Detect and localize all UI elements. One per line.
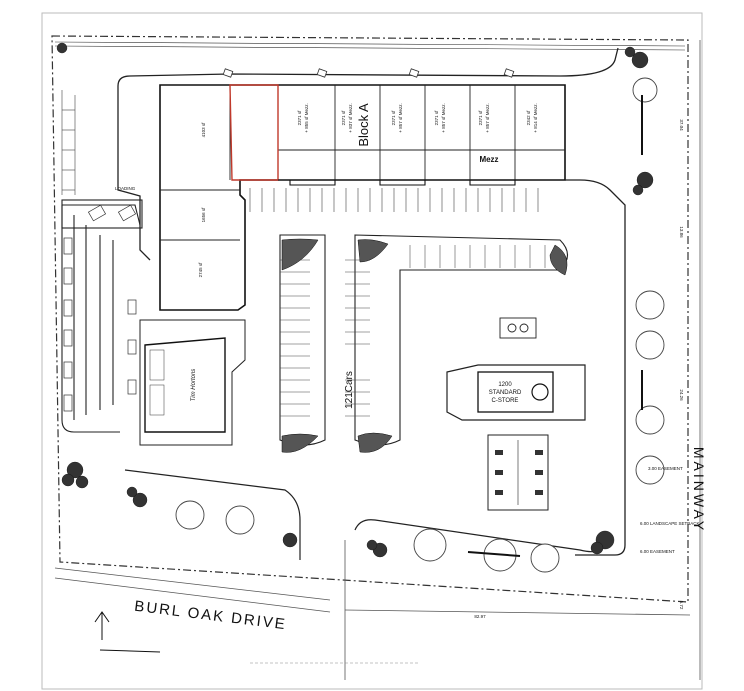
block-a-building <box>159 84 566 311</box>
mainway-label: MAINWAY <box>691 447 707 533</box>
unit-area-5: 2371 sf <box>341 110 346 126</box>
restaurant-label: Tim Hortons <box>191 369 197 402</box>
shrub-clusters <box>56 42 654 558</box>
easement-note-2: 6.00 EASEMENT <box>640 549 675 554</box>
unit-area-1: 2342 sf <box>526 110 531 126</box>
landscape-setback-note: 6.00 LANDSCAPE SETBACK <box>640 521 700 526</box>
front-parking-stalls <box>249 188 539 212</box>
west-curb <box>117 86 151 261</box>
dim-bottom: 82.97 <box>474 614 486 619</box>
unit-mezz-2: + 857 sf Mezz. <box>485 103 490 132</box>
block-label: Block A <box>356 103 371 147</box>
unit-area-4: 2371 sf <box>391 110 396 126</box>
landscape-bollard-rows <box>467 95 643 557</box>
unit-mezz-3: + 857 sf Mezz. <box>441 103 446 132</box>
property-line <box>51 35 689 603</box>
west-unit-1: 4103 sf <box>201 122 206 138</box>
cars-label: 121Cars <box>344 371 355 409</box>
drive-thru-lanes <box>61 199 143 433</box>
c-store-label-1: 1200 <box>498 382 512 388</box>
fuel-pumps <box>495 450 543 495</box>
c-store-label-3: C-STORE <box>492 398 519 404</box>
mezz-label: Mezz <box>479 155 498 164</box>
fuel-canopy <box>487 434 549 511</box>
unit-mezz-6: + 855 sf Mezz. <box>304 103 309 132</box>
drive-thru-cars <box>63 204 137 412</box>
north-arrow <box>94 611 161 653</box>
south-landscape-strip <box>124 469 301 560</box>
rear-door-markers <box>222 68 515 78</box>
setback-notes: 3.00 EASEMENT 6.00 LANDSCAPE SETBACK 6.0… <box>115 186 700 554</box>
street-trees <box>175 77 665 573</box>
dim-right-main: 24.26 <box>679 389 684 401</box>
unit-area-3: 2371 sf <box>434 110 439 126</box>
site-equipment-symbol <box>499 317 537 339</box>
top-boundary-hatch <box>54 41 686 51</box>
c-store-label-2: STANDARD <box>489 390 522 396</box>
west-parking-stalls <box>61 90 76 195</box>
c-store-canopy <box>446 364 586 421</box>
island-landscaping <box>281 238 568 453</box>
restaurant-details <box>149 349 165 416</box>
easement-note-1: 3.00 EASEMENT <box>648 466 683 471</box>
road-edges <box>54 40 701 680</box>
unit-area-6: 2371 sf <box>297 110 302 126</box>
north-drive-curb <box>565 179 626 556</box>
dimension-labels: 37.04 13.86 24.26 5.72 82.97 <box>474 119 684 619</box>
storefront-wall <box>278 179 565 186</box>
west-unit-3: 2745 sf <box>198 262 203 278</box>
unit-labels: 2342 sf + 814 sf Mezz. 2371 sf + 857 sf … <box>198 103 538 277</box>
restaurant-building <box>144 337 226 433</box>
dim-right-bottom: 5.72 <box>679 601 684 610</box>
drive-aisle-curb <box>117 47 619 87</box>
loading-label: LOADING <box>115 186 136 191</box>
unit-area-2: 2371 sf <box>478 110 483 126</box>
dim-right-mid: 13.86 <box>679 226 684 238</box>
dim-right-top: 37.04 <box>679 119 684 131</box>
island-l-stalls <box>345 245 546 417</box>
unit-mezz-5: + 837 sf Mezz. <box>348 103 353 132</box>
west-unit-2: 1656 sf <box>201 207 206 223</box>
restaurant-curb <box>139 319 246 446</box>
unit-mezz-4: + 857 sf Mezz. <box>398 103 403 132</box>
unit-mezz-1: + 814 sf Mezz. <box>533 103 538 132</box>
c-store-logo <box>531 383 549 401</box>
